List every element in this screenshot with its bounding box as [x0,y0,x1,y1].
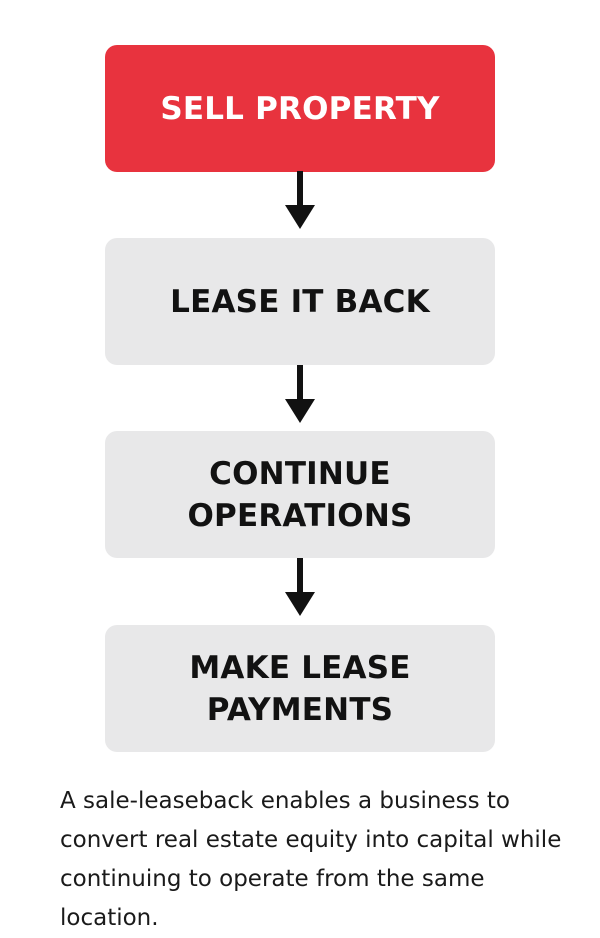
step-label: CONTINUE OPERATIONS [187,455,413,534]
step-continue-operations: CONTINUE OPERATIONS [105,431,495,558]
step-label: LEASE IT BACK [170,283,430,320]
step-make-lease-payments: MAKE LEASE PAYMENTS [105,625,495,752]
step-label: MAKE LEASE PAYMENTS [189,649,411,728]
step-label: SELL PROPERTY [160,90,440,127]
down-arrow-icon [285,171,315,229]
down-arrow-icon [285,365,315,423]
step-lease-it-back: LEASE IT BACK [105,238,495,365]
step-sell-property: SELL PROPERTY [105,45,495,172]
caption-text: A sale-leaseback enables a business to c… [60,788,562,931]
down-arrow-icon [285,558,315,616]
